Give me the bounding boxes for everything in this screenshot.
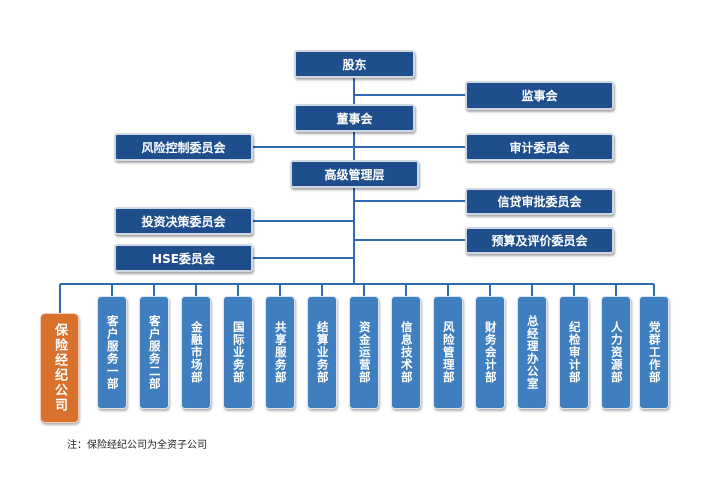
dept-international-business: 国际业务部 [223, 296, 253, 409]
node-investment-committee: 投资决策委员会 [114, 207, 253, 235]
dept-general-office: 总经理办公室 [517, 296, 547, 409]
node-audit-committee: 审计委员会 [465, 133, 614, 161]
dept-settlement: 结算业务部 [307, 296, 337, 409]
dept-risk-management: 风险管理部 [433, 296, 463, 409]
dept-finance-accounting: 财务会计部 [475, 296, 505, 409]
node-board-of-directors: 董事会 [294, 104, 415, 132]
node-shareholders: 股东 [294, 50, 415, 78]
dept-party-affairs: 党群工作部 [639, 296, 669, 409]
dept-information-technology: 信息技术部 [391, 296, 421, 409]
dept-discipline-audit: 纪检审计部 [559, 296, 589, 409]
dept-customer-service-2: 客户服务二部 [139, 296, 169, 409]
node-budget-committee: 预算及评价委员会 [465, 227, 614, 254]
dept-shared-services: 共享服务部 [265, 296, 295, 409]
node-senior-management: 高级管理层 [290, 160, 419, 188]
node-supervisory-board: 监事会 [465, 81, 614, 110]
footnote: 注：保险经纪公司为全资子公司 [67, 440, 207, 451]
node-risk-control-committee: 风险控制委员会 [114, 133, 253, 161]
dept-financial-markets: 金融市场部 [181, 296, 211, 409]
node-credit-approval-committee: 信贷审批委员会 [465, 188, 614, 215]
node-hse-committee: HSE委员会 [114, 244, 253, 272]
dept-fund-operations: 资金运营部 [349, 296, 379, 409]
dept-insurance-brokerage: 保险经纪公司 [40, 313, 79, 423]
dept-customer-service-1: 客户服务一部 [97, 296, 127, 409]
dept-human-resources: 人力资源部 [601, 296, 631, 409]
